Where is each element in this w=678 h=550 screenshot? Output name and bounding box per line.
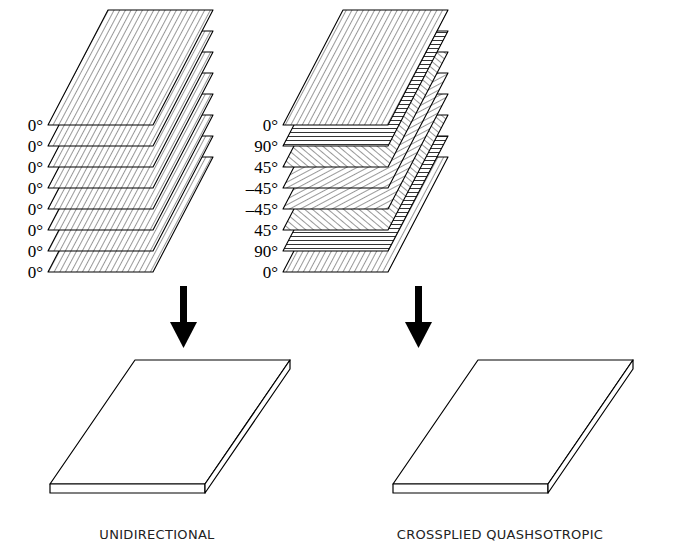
ply-angle: 0° [263, 264, 278, 281]
ply-angle: 0° [263, 117, 278, 134]
down-arrow [405, 286, 432, 348]
ply-angle: 0° [28, 243, 43, 260]
laminate-plate [393, 360, 633, 493]
ply-angle: 45° [254, 159, 278, 176]
ply [283, 10, 448, 125]
ply [48, 10, 213, 125]
ply-angle: –45° [246, 201, 278, 218]
ply-angle: 45° [254, 222, 278, 239]
ply-angle: 0° [28, 138, 43, 155]
ply-angle: 0° [28, 180, 43, 197]
ply-ground [283, 10, 448, 125]
laminate-plate [50, 360, 290, 493]
down-arrow [170, 286, 197, 348]
ply-angle: 90° [254, 243, 278, 260]
ply-angle: –45° [246, 180, 278, 197]
ply-angle: 0° [28, 201, 43, 218]
ply-angle: 0° [28, 159, 43, 176]
ply-angle: 0° [28, 264, 43, 281]
ply-ground [48, 10, 213, 125]
ply-angle: 90° [254, 138, 278, 155]
ply-angle: 0° [28, 222, 43, 239]
caption-label: CROSSPLIED QUASHSOTROPIC [397, 528, 603, 541]
caption-label: UNIDIRECTIONAL [99, 528, 214, 541]
ply-angle: 0° [28, 117, 43, 134]
